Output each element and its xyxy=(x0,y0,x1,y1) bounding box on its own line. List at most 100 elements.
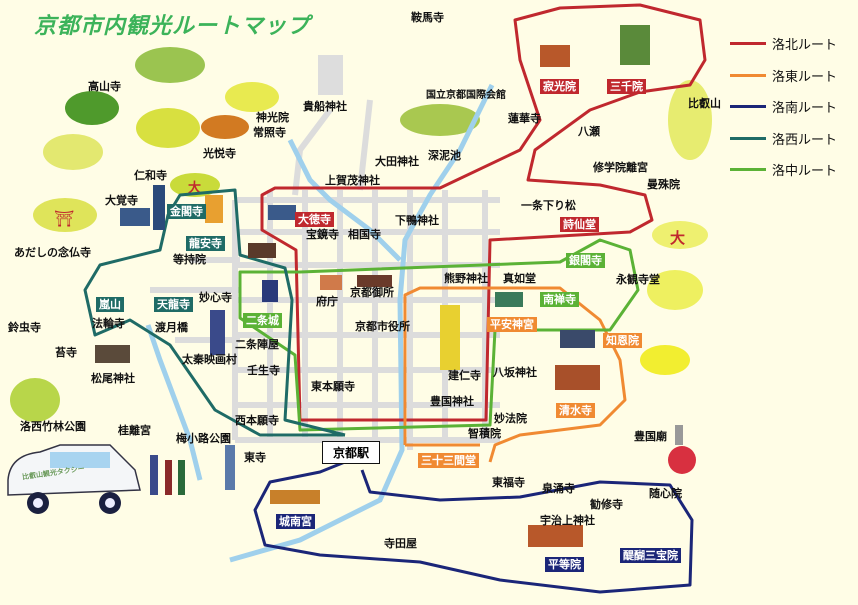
route-stop-nijojo: 二条城 xyxy=(243,313,282,328)
legend-item-rakuto: 洛東ルート xyxy=(730,60,837,92)
taxi-illustration xyxy=(7,444,185,514)
legend-item-rakusai: 洛西ルート xyxy=(730,123,837,155)
place-label: 比叡山 xyxy=(688,97,721,110)
route-stop-chionin: 知恩院 xyxy=(603,333,642,348)
place-label: 東寺 xyxy=(244,451,266,464)
route-stop-daigo-sanboin: 醍醐三宝院 xyxy=(620,548,681,563)
place-label: 曼殊院 xyxy=(647,178,680,191)
rakunan-route-line xyxy=(253,458,694,594)
place-label: 大田神社 xyxy=(375,155,419,168)
place-label: 寺田屋 xyxy=(384,537,417,550)
route-stop-arashiyama: 嵐山 xyxy=(96,297,124,312)
route-stop-sanzenin: 三千院 xyxy=(607,79,646,94)
route-stop-kinkakuji: 金閣寺 xyxy=(167,204,206,219)
place-label: 上賀茂神社 xyxy=(325,174,380,187)
place-label: 宇治上神社 xyxy=(540,514,595,527)
place-label: 泉涌寺 xyxy=(542,482,575,495)
place-label: 修学院離宮 xyxy=(593,161,648,174)
place-label: 桂離宮 xyxy=(118,424,151,437)
place-label: 府庁 xyxy=(316,295,338,308)
streets xyxy=(150,99,500,450)
route-stop-jonangu: 城南宮 xyxy=(276,514,315,529)
legend-item-rakunan: 洛南ルート xyxy=(730,91,837,123)
rakusai-route-line xyxy=(83,188,346,437)
place-label: 常照寺 xyxy=(253,126,286,139)
map-title: 京都市内観光ルートマップ xyxy=(34,14,311,39)
route-stop-nanzenji: 南禅寺 xyxy=(540,292,579,307)
place-label: あだしの念仏寺 xyxy=(14,246,91,259)
daimonji-icon: 大 xyxy=(670,229,685,247)
place-label: 神光院 xyxy=(256,111,289,124)
place-label: 貴船神社 xyxy=(303,100,347,113)
rakuhoku-route-line xyxy=(260,3,707,422)
place-label: 八瀬 xyxy=(578,125,600,138)
legend-label: 洛南ルート xyxy=(772,101,838,117)
place-label: 永観寺堂 xyxy=(616,273,660,286)
place-label: 宝鏡寺 xyxy=(306,228,339,241)
place-label: 一条下り松 xyxy=(521,199,576,212)
route-stop-jakkoin: 寂光院 xyxy=(540,79,579,94)
place-label: 京都御所 xyxy=(350,286,394,299)
place-label: 大覚寺 xyxy=(105,194,138,207)
legend-label: 洛北ルート xyxy=(772,38,838,54)
place-label: 熊野神社 xyxy=(444,272,488,285)
place-label: 豊国神社 xyxy=(430,395,474,408)
legend-item-rakuchu: 洛中ルート xyxy=(730,154,837,186)
rivers xyxy=(145,83,495,563)
place-label: 勧修寺 xyxy=(590,498,623,511)
place-label: 等持院 xyxy=(173,253,206,266)
place-label: 建仁寺 xyxy=(448,369,481,382)
route-stop-tenryuji: 天龍寺 xyxy=(154,297,193,312)
legend-label: 洛中ルート xyxy=(772,164,838,180)
place-label: 妙心寺 xyxy=(199,291,232,304)
kyoto-station-label: 京都駅 xyxy=(322,441,381,464)
place-label: 二条陣屋 xyxy=(235,338,279,351)
place-label: 東福寺 xyxy=(492,476,525,489)
place-label: 鞍馬寺 xyxy=(411,11,444,24)
place-label: 八坂神社 xyxy=(493,366,537,379)
route-legend: 洛北ルート 洛東ルート 洛南ルート 洛西ルート 洛中ルート xyxy=(730,28,837,186)
route-stop-sanjusangendo: 三十三間堂 xyxy=(418,453,479,468)
place-label: 下鴨神社 xyxy=(395,214,439,227)
legend-item-rakuhoku: 洛北ルート xyxy=(730,28,837,60)
rakuchu-route-line xyxy=(238,238,640,432)
rakuto-route-line xyxy=(403,286,627,463)
route-stop-shisendo: 詩仙堂 xyxy=(560,217,599,232)
place-label: 壬生寺 xyxy=(247,364,280,377)
route-stop-byodoin: 平等院 xyxy=(545,557,584,572)
place-label: 渡月橋 xyxy=(155,321,188,334)
legend-swatch xyxy=(730,105,766,109)
place-label: 京都市役所 xyxy=(355,320,410,333)
landmark-icons xyxy=(95,25,696,547)
route-stop-kiyomizudera: 清水寺 xyxy=(556,403,595,418)
place-label: 苔寺 xyxy=(55,346,77,359)
hills xyxy=(10,47,712,422)
place-label: 東本願寺 xyxy=(311,380,355,393)
place-label: 蓮華寺 xyxy=(508,112,541,125)
routes xyxy=(83,3,707,594)
place-label: 智積院 xyxy=(468,427,501,440)
legend-label: 洛西ルート xyxy=(772,132,838,148)
place-label: 豊国廟 xyxy=(634,430,667,443)
place-label: 洛西竹林公園 xyxy=(20,420,86,433)
place-label: 法輪寺 xyxy=(92,317,125,330)
legend-swatch xyxy=(730,168,766,172)
place-label: 太秦映画村 xyxy=(182,353,237,366)
place-label: 深泥池 xyxy=(428,149,461,162)
legend-swatch xyxy=(730,136,766,140)
place-label: 光悦寺 xyxy=(203,147,236,160)
place-label: 随心院 xyxy=(649,487,682,500)
place-label: 鈴虫寺 xyxy=(8,321,41,334)
legend-swatch xyxy=(730,73,766,77)
torii-icon: ⛩ xyxy=(54,209,74,228)
place-label: 妙法院 xyxy=(494,412,527,425)
place-label: 松尾神社 xyxy=(91,372,135,385)
place-label: 国立京都国際会館 xyxy=(426,90,506,101)
legend-label: 洛東ルート xyxy=(772,69,838,85)
route-stop-heian-jingu: 平安神宮 xyxy=(487,317,537,332)
route-stop-ryoanji: 龍安寺 xyxy=(186,236,225,251)
route-stop-daitokuji: 大徳寺 xyxy=(295,212,334,227)
place-label: 西本願寺 xyxy=(235,414,279,427)
place-label: 仁和寺 xyxy=(134,169,167,182)
